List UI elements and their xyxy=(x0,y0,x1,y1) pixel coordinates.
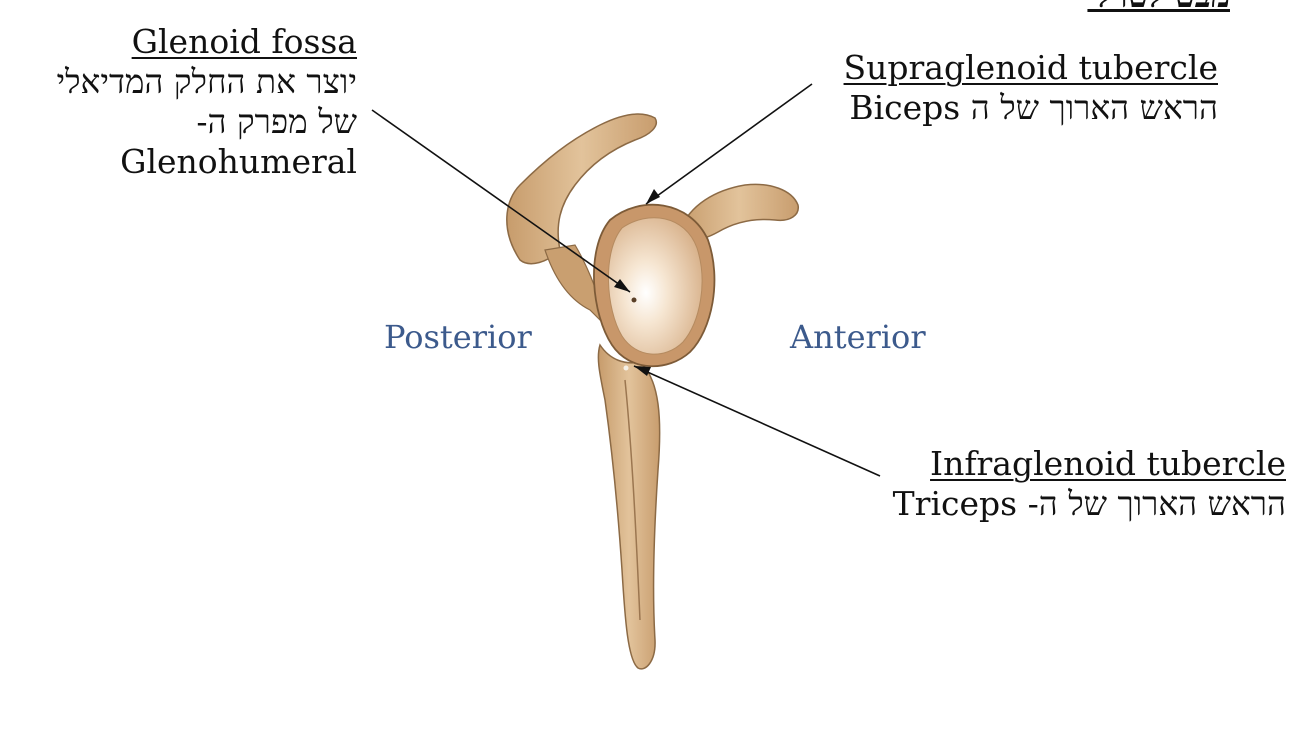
anterior-label: Anterior xyxy=(790,318,926,356)
posterior-label: Posterior xyxy=(384,318,532,356)
glenoid-fossa-arrowhead xyxy=(614,279,630,292)
glenoid-fossa-surface xyxy=(607,217,703,355)
lateral-border-shape xyxy=(597,343,661,670)
lateral-border-ridge xyxy=(624,379,641,621)
glenoid-center-dot xyxy=(631,297,637,303)
infraglenoid-arrowhead xyxy=(634,366,651,376)
glenoid-fossa-title: Glenoid fossa xyxy=(131,22,357,61)
infraglenoid-leader xyxy=(633,365,881,477)
glenoid-fossa-leader xyxy=(371,109,631,293)
glenoid-fossa-label: Glenoid fossa יוצר את החלק המדיאלי של מפ… xyxy=(56,22,357,182)
infraglenoid-dot xyxy=(623,365,629,371)
supraglenoid-label: Supraglenoid tubercle הראש הארוך של ה Bi… xyxy=(844,48,1218,128)
glenoid-fossa-desc-line2: של מפרק ה- xyxy=(196,102,357,141)
glenoid-fossa-desc-line1: יוצר את החלק המדיאלי xyxy=(56,62,357,101)
coracoid-process-shape xyxy=(679,183,799,240)
supraglenoid-leader xyxy=(645,83,813,205)
infraglenoid-label: Infraglenoid tubercle הראש הארוך של ה- T… xyxy=(893,444,1286,524)
acromion-shape xyxy=(506,113,657,265)
infraglenoid-title: Infraglenoid tubercle xyxy=(930,444,1286,483)
supraglenoid-desc: הראש הארוך של ה Biceps xyxy=(849,88,1218,127)
page-heading-fragment: מבט לטרלי xyxy=(1020,0,1230,14)
infraglenoid-desc: הראש הארוך של ה- Triceps xyxy=(892,484,1286,523)
supraglenoid-title: Supraglenoid tubercle xyxy=(843,48,1218,87)
supraglenoid-arrowhead xyxy=(646,189,660,204)
glenoid-fossa-desc-line3: Glenohumeral xyxy=(120,142,357,181)
